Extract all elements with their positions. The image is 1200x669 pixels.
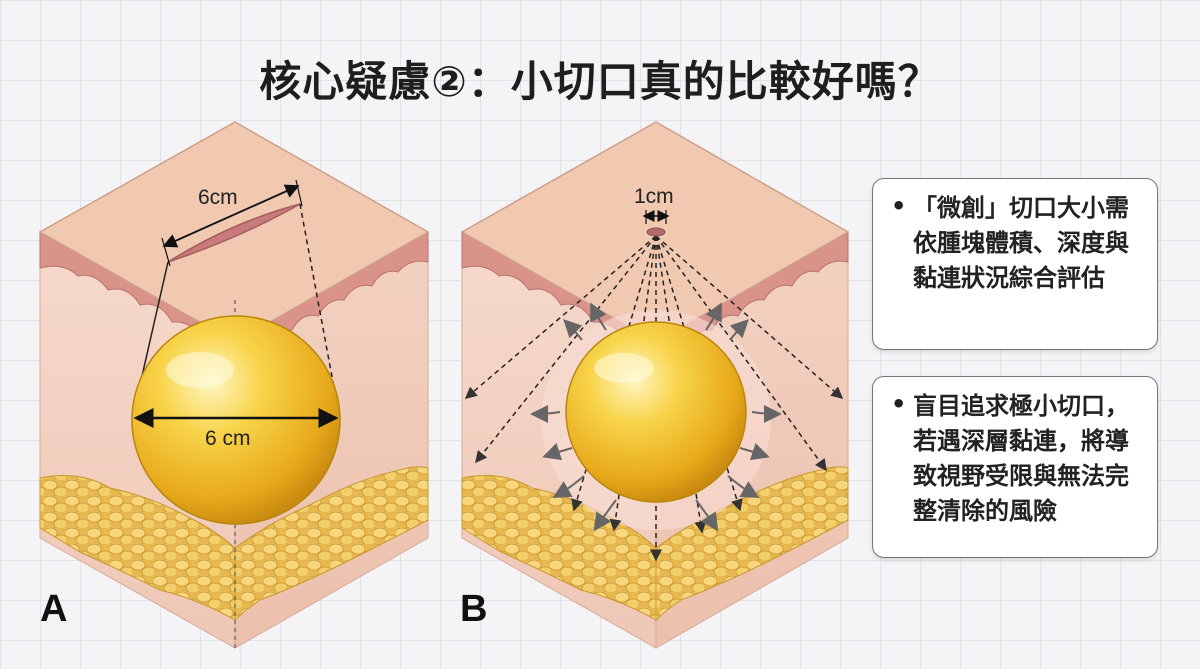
panel-a-label: A <box>40 588 68 630</box>
block-b-lump <box>565 321 747 503</box>
page-title: 核心疑慮②：小切口真的比較好嗎？ <box>259 57 941 106</box>
block-a-incision-tick-right <box>295 179 303 207</box>
block-a-fat-right <box>234 466 429 622</box>
tissue-block-a: 6cm 6 cm <box>38 121 430 649</box>
block-a-diameter-label: 6 cm <box>205 427 251 450</box>
block-b-incision-label: 1cm <box>634 185 674 208</box>
panel-b-label: B <box>460 588 488 630</box>
block-a-lump-highlight <box>166 352 234 388</box>
note-box-1: • 「微創」切口大小需依腫塊體積、深度與黏連狀況綜合評估 <box>872 178 1158 350</box>
note-2-text: 盲目追求極小切口，若遇深層黏連，將導致視野受限與無法完整清除的風險 <box>913 392 1129 525</box>
block-a-incision-label: 6cm <box>198 186 238 209</box>
tissue-block-b: 1cm <box>460 121 850 649</box>
note-2-bullet: • <box>891 390 907 418</box>
block-b-incision <box>646 227 666 237</box>
block-b-lump-highlight <box>594 353 654 383</box>
note-1-text: 「微創」切口大小需依腫塊體積、深度與黏連狀況綜合評估 <box>913 194 1129 292</box>
block-a-incision-arrow <box>162 184 300 248</box>
block-a-lump <box>131 315 341 525</box>
note-1-bullet: • <box>891 192 907 220</box>
block-b-dissection-arrows <box>530 302 782 532</box>
note-box-2: • 盲目追求極小切口，若遇深層黏連，將導致視野受限與無法完整清除的風險 <box>872 376 1158 558</box>
block-b-fat-right <box>655 466 849 622</box>
block-a-incision-tick-left <box>161 237 171 267</box>
